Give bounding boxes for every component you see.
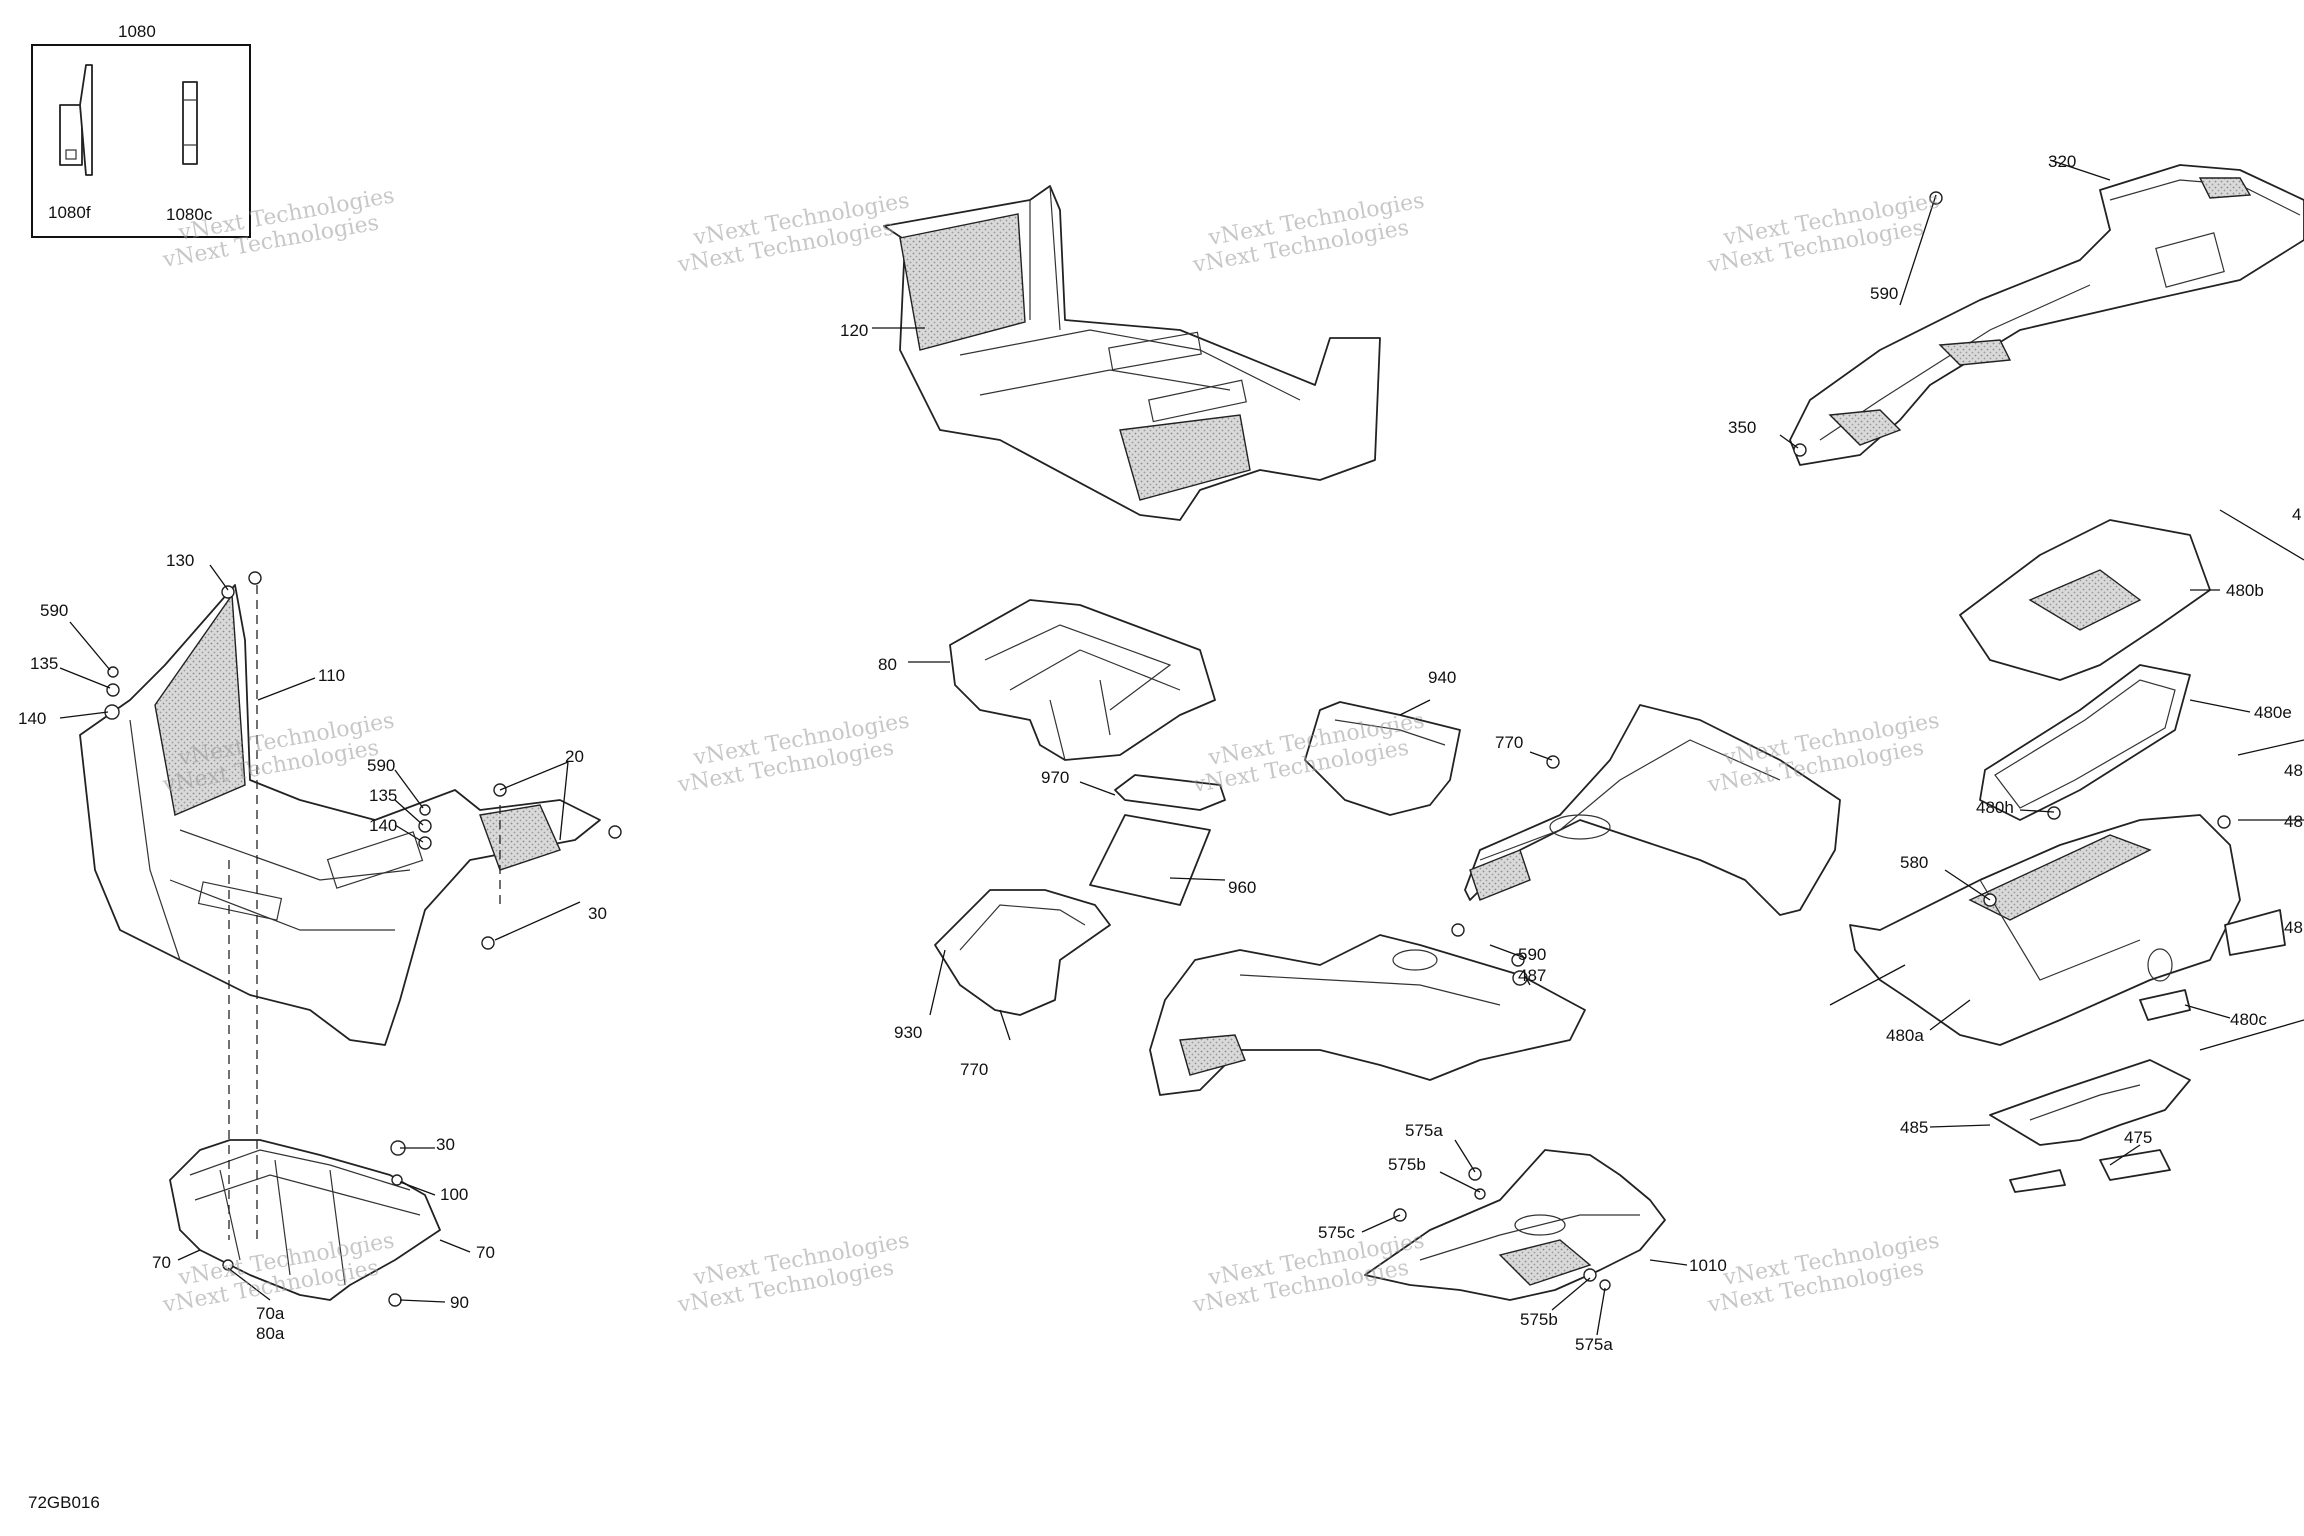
callout-label: 1080c bbox=[166, 205, 213, 224]
callout-label: 70 bbox=[152, 1253, 171, 1272]
callout-label: 480b bbox=[2226, 581, 2264, 600]
part-940-cover bbox=[1304, 701, 1461, 816]
part-970-strip bbox=[1114, 774, 1226, 811]
callout-label: 590 bbox=[40, 601, 68, 620]
part-480b-lid bbox=[1959, 519, 2211, 681]
callout-label: 1080f bbox=[48, 203, 91, 222]
callout-label: 960 bbox=[1228, 878, 1256, 897]
part-120-rear-body bbox=[883, 185, 1381, 521]
callout-label: 70 bbox=[476, 1243, 495, 1262]
callout-label: 487 bbox=[1518, 966, 1546, 985]
kit-1080-box bbox=[31, 44, 251, 238]
tool-1080c-icon bbox=[182, 81, 198, 165]
callout-label: 90 bbox=[450, 1293, 469, 1312]
callout-label: 48 bbox=[2284, 812, 2303, 831]
callout-label: 575a bbox=[1405, 1121, 1443, 1140]
watermark: vNext Technologies vNext Technologies bbox=[1705, 188, 1941, 278]
part-475-pad bbox=[2009, 1149, 2171, 1193]
watermark: vNext Technologies vNext Technologies bbox=[1190, 188, 1426, 278]
watermark: vNext Technologies vNext Technologies bbox=[1705, 708, 1941, 798]
callout-label: 70a bbox=[256, 1304, 285, 1323]
callout-label: 480h bbox=[1976, 798, 2014, 817]
callout-label: 120 bbox=[840, 321, 868, 340]
callout-label: 580 bbox=[1900, 853, 1928, 872]
callout-labels: 1080 1080f 1080c 120 320 590 350 4 130 5… bbox=[18, 22, 2303, 1354]
callout-label: 475 bbox=[2124, 1128, 2152, 1147]
callout-label: 1010 bbox=[1689, 1256, 1727, 1275]
callout-label: 485 bbox=[1900, 1118, 1928, 1137]
watermark: vNext Technologies vNext Technologies bbox=[675, 1228, 911, 1318]
callout-label: 4 bbox=[2292, 505, 2301, 524]
part-480c-latch bbox=[2139, 909, 2286, 1021]
kit-box-frame bbox=[31, 44, 251, 238]
watermark: vNext Technologies vNext Technologies bbox=[1705, 1228, 1941, 1318]
part-480e-gasket bbox=[1979, 664, 2191, 821]
callout-label: 110 bbox=[318, 666, 345, 685]
front-fender-assembly bbox=[1149, 934, 1586, 1096]
callout-label: 140 bbox=[369, 816, 397, 835]
leader-lines bbox=[59, 159, 2304, 1336]
part-960-plate bbox=[1089, 814, 1211, 906]
callout-label: 770 bbox=[960, 1060, 988, 1079]
watermark: vNext Technologies vNext Technologies bbox=[1190, 1228, 1426, 1318]
callout-label: 590 bbox=[1870, 284, 1898, 303]
callout-label: 135 bbox=[369, 786, 397, 805]
callout-label: 1080 bbox=[118, 22, 156, 41]
rear-fender-assembly bbox=[1464, 704, 1841, 916]
watermark: vNext Technologies vNext Technologies bbox=[675, 188, 911, 278]
watermark: vNext Technologies vNext Technologies bbox=[160, 183, 396, 273]
watermark: vNext Technologies vNext Technologies bbox=[675, 708, 911, 798]
callout-label: 575b bbox=[1520, 1310, 1558, 1329]
callout-label: 130 bbox=[166, 551, 194, 570]
callout-label: 575a bbox=[1575, 1335, 1613, 1354]
part-485-skid-plate bbox=[1989, 1059, 2191, 1146]
callout-label: 135 bbox=[30, 654, 58, 673]
part-930-housing bbox=[934, 889, 1111, 1016]
callout-label: 80a bbox=[256, 1324, 285, 1343]
callout-label: 48 bbox=[2284, 918, 2303, 937]
part-110-front-body bbox=[79, 584, 601, 1046]
callout-label: 480a bbox=[1886, 1026, 1924, 1045]
callout-label: 770 bbox=[1495, 733, 1523, 752]
callout-label: 100 bbox=[440, 1185, 468, 1204]
part-320-rear-rack bbox=[1789, 164, 2304, 466]
callout-label: 590 bbox=[367, 756, 395, 775]
callout-label: 350 bbox=[1728, 418, 1756, 437]
callout-label: 80 bbox=[878, 655, 897, 674]
part-1010-lower-frame bbox=[1364, 1149, 1666, 1301]
diagram-code: 72GB016 bbox=[28, 1493, 100, 1512]
callout-label: 480e bbox=[2254, 703, 2292, 722]
callout-label: 575c bbox=[1318, 1223, 1355, 1242]
callout-label: 48 bbox=[2284, 761, 2303, 780]
callout-label: 140 bbox=[18, 709, 46, 728]
callout-label: 480c bbox=[2230, 1010, 2267, 1029]
tool-1080f-icon bbox=[59, 64, 93, 176]
callout-label: 590 bbox=[1518, 945, 1546, 964]
callout-label: 970 bbox=[1041, 768, 1069, 787]
callout-label: 575b bbox=[1388, 1155, 1426, 1174]
callout-label: 940 bbox=[1428, 668, 1456, 687]
callout-label: 930 bbox=[894, 1023, 922, 1042]
callout-label: 30 bbox=[588, 904, 607, 923]
callout-label: 320 bbox=[2048, 152, 2076, 171]
callout-label: 30 bbox=[436, 1135, 455, 1154]
part-480a-storage-box bbox=[1849, 814, 2241, 1046]
callout-label: 20 bbox=[565, 747, 584, 766]
part-80-front-frame bbox=[949, 599, 1216, 761]
